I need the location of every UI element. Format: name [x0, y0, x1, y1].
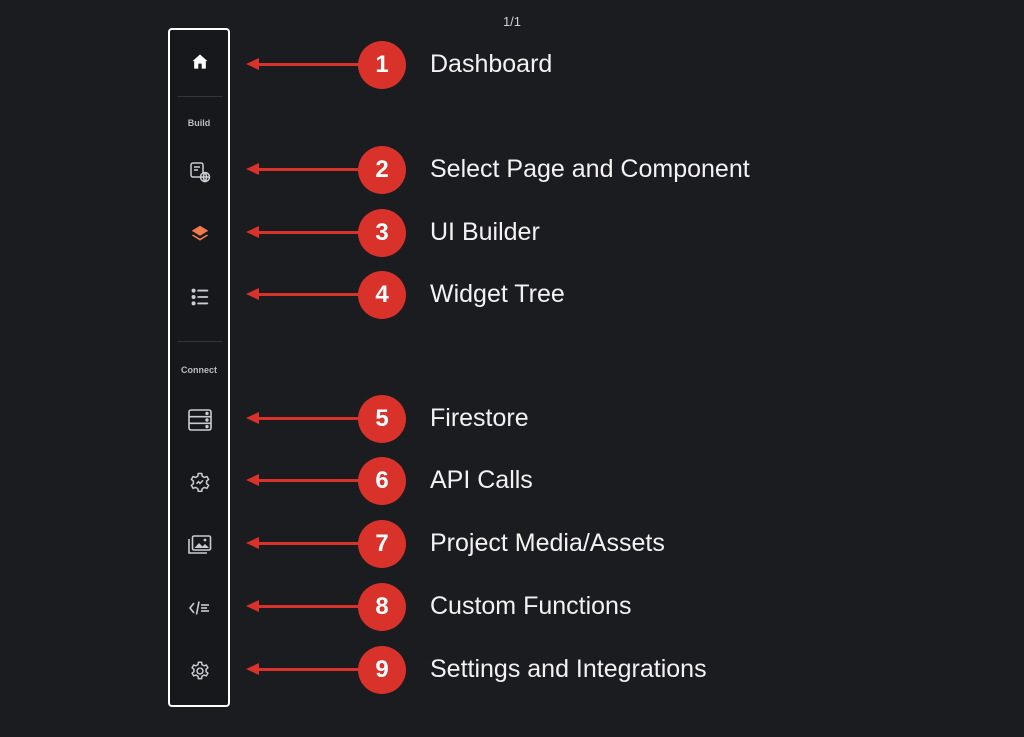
- arrow-icon: [246, 600, 259, 612]
- arrow-icon: [246, 412, 259, 424]
- number-badge: 5: [358, 395, 406, 443]
- sidebar-item-select-page[interactable]: [184, 156, 216, 188]
- annotation-select-page: 2 Select Page and Component: [0, 146, 1024, 194]
- arrow-line: [258, 63, 362, 66]
- arrow-icon: [246, 663, 259, 675]
- database-icon: [187, 407, 213, 433]
- annotation-ui-builder: 3 UI Builder: [0, 209, 1024, 257]
- arrow-line: [258, 293, 362, 296]
- number-badge: 9: [358, 646, 406, 694]
- page-counter: 1/1: [502, 14, 522, 29]
- annotation-settings: 9 Settings and Integrations: [0, 646, 1024, 694]
- media-folder-icon: [187, 533, 213, 557]
- list-tree-icon: [189, 286, 211, 308]
- arrow-line: [258, 668, 362, 671]
- home-icon: [190, 52, 210, 72]
- sidebar-item-api-calls[interactable]: [184, 467, 216, 499]
- arrow-line: [258, 168, 362, 171]
- number-badge: 8: [358, 583, 406, 631]
- number-badge: 4: [358, 271, 406, 319]
- sidebar-item-dashboard[interactable]: [184, 46, 216, 78]
- annotation-label: Firestore: [430, 404, 529, 432]
- code-icon: [188, 598, 212, 618]
- number-badge: 7: [358, 520, 406, 568]
- arrow-line: [258, 605, 362, 608]
- arrow-icon: [246, 163, 259, 175]
- sidebar-item-widget-tree[interactable]: [184, 281, 216, 313]
- arrow-icon: [246, 537, 259, 549]
- annotation-widget-tree: 4 Widget Tree: [0, 271, 1024, 319]
- annotation-label: Widget Tree: [430, 280, 565, 308]
- sidebar-divider: [178, 341, 222, 342]
- number-badge: 2: [358, 146, 406, 194]
- navigation-sidebar: Build: [168, 28, 230, 707]
- annotation-dashboard: 1 Dashboard: [0, 41, 1024, 89]
- annotation-label: Select Page and Component: [430, 155, 750, 183]
- arrow-icon: [246, 474, 259, 486]
- annotation-label: Settings and Integrations: [430, 655, 707, 683]
- annotation-label: Dashboard: [430, 50, 553, 78]
- number-badge: 3: [358, 209, 406, 257]
- arrow-line: [258, 417, 362, 420]
- sidebar-item-settings[interactable]: [184, 655, 216, 687]
- arrow-icon: [246, 226, 259, 238]
- sidebar-item-media-assets[interactable]: [184, 529, 216, 561]
- annotation-label: Project Media/Assets: [430, 529, 665, 557]
- sidebar-divider: [178, 96, 222, 97]
- layers-icon: [189, 223, 211, 245]
- arrow-line: [258, 479, 362, 482]
- sidebar-item-firestore[interactable]: [184, 404, 216, 436]
- annotation-label: Custom Functions: [430, 592, 632, 620]
- settings-icon: [189, 660, 211, 682]
- page-component-icon: [188, 160, 212, 184]
- arrow-line: [258, 542, 362, 545]
- annotation-media-assets: 7 Project Media/Assets: [0, 520, 1024, 568]
- annotation-label: API Calls: [430, 466, 533, 494]
- annotation-label: UI Builder: [430, 218, 540, 246]
- arrow-icon: [246, 58, 259, 70]
- section-label-build: Build: [187, 118, 211, 128]
- number-badge: 6: [358, 457, 406, 505]
- sidebar-item-ui-builder[interactable]: [184, 218, 216, 250]
- arrow-line: [258, 231, 362, 234]
- annotation-custom-functions: 8 Custom Functions: [0, 583, 1024, 631]
- arrow-icon: [246, 288, 259, 300]
- annotation-api-calls: 6 API Calls: [0, 457, 1024, 505]
- number-badge: 1: [358, 41, 406, 89]
- annotation-firestore: 5 Firestore: [0, 395, 1024, 443]
- sidebar-item-custom-functions[interactable]: [184, 592, 216, 624]
- section-label-connect: Connect: [181, 365, 217, 375]
- api-gear-icon: [188, 471, 212, 495]
